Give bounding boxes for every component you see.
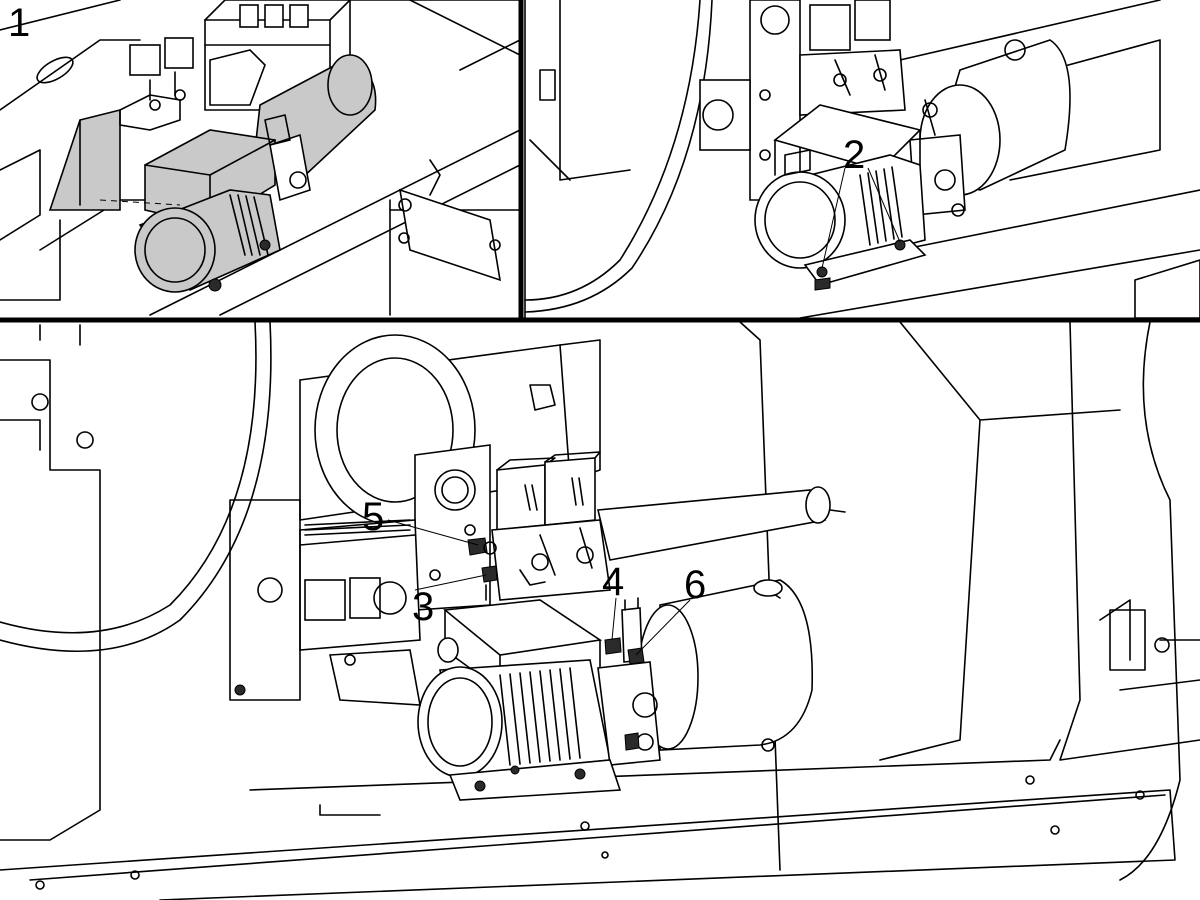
callout-6: 6 — [684, 563, 706, 607]
panel-3-valve-detail: 5 3 4 6 — [0, 321, 1200, 900]
panel-2-pump-mounting: 2 — [524, 0, 1200, 319]
panel-1-pump-overview: 1 — [0, 0, 521, 316]
callout-2: 2 — [843, 133, 865, 177]
callout-3: 3 — [412, 585, 434, 629]
callout-4: 4 — [602, 560, 624, 604]
panel-1-label: 1 — [8, 1, 30, 45]
callout-5: 5 — [362, 495, 384, 539]
